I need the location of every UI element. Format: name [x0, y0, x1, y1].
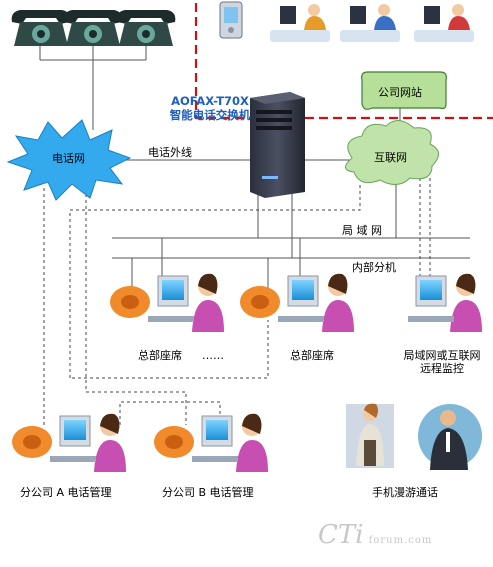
pda-icon: [219, 1, 243, 39]
branch-a-label: 分公司 A 电话管理: [20, 486, 112, 499]
telephone-network-starburst: [6, 119, 132, 201]
remote-monitor-line1: 局域网或互联网: [403, 349, 481, 362]
telephone-network-label: 电话网: [52, 152, 85, 165]
remote-monitor-line2: 远程监控: [420, 362, 464, 375]
dotted-lines: [43, 178, 431, 425]
phone-icon: [116, 10, 176, 46]
server-tower-icon: [250, 92, 305, 198]
workstation-icon: [154, 413, 268, 472]
hq-ellipsis-label: ……: [202, 349, 224, 362]
mobile-roaming-label: 手机漫游通话: [372, 486, 438, 499]
office-worker-icon: [414, 4, 474, 42]
server-model-label: AOFAX-T70X: [171, 94, 249, 108]
company-website-banner: [361, 71, 447, 110]
remote-workstation-icon: [408, 273, 482, 332]
internet-label: 互联网: [374, 151, 407, 164]
mobile-user-woman-icon: [346, 403, 394, 468]
lan-label: 局 域 网: [342, 224, 382, 237]
workstation-icon: [110, 273, 224, 332]
phone-icon: [63, 10, 123, 46]
server-desc-label: 智能电话交换机: [169, 108, 251, 122]
hq-seat-label: 总部座席: [290, 349, 334, 362]
office-worker-icon: [270, 4, 330, 42]
watermark-logo: CTi forum.com: [318, 520, 432, 550]
workstation-icon: [12, 413, 126, 472]
office-worker-icon: [340, 4, 400, 42]
branch-b-label: 分公司 B 电话管理: [162, 486, 254, 499]
remote-monitor-label: 局域网或互联网 远程监控: [392, 349, 492, 375]
watermark-small: forum.com: [368, 535, 433, 546]
outside-line-label: 电话外线: [148, 146, 192, 159]
server-title: AOFAX-T70X 智能电话交换机: [150, 94, 270, 122]
internet-cloud: [345, 120, 439, 185]
phone-icon: [11, 10, 71, 46]
workstation-icon: [240, 273, 354, 332]
internal-extension-label: 内部分机: [352, 261, 396, 274]
watermark-big: CTi: [318, 520, 364, 550]
company-website-label: 公司网站: [378, 86, 422, 99]
hq-seat-label: 总部座席: [138, 349, 182, 362]
mobile-user-man-icon: [418, 404, 482, 470]
office-region: [194, 0, 493, 120]
